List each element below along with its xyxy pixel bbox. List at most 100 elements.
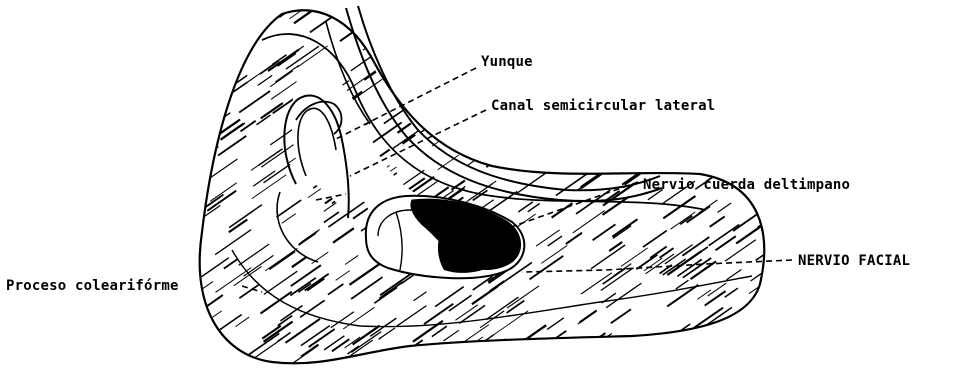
hatch-stroke — [541, 245, 567, 263]
label-canal-semicircular-lateral: Canal semicircular lateral — [491, 98, 715, 114]
hatch-stroke — [656, 44, 672, 55]
hatch-stroke — [253, 171, 275, 186]
hatch-stroke — [709, 225, 740, 246]
hatch-stroke — [725, 288, 738, 297]
hatch-stroke — [214, 0, 248, 20]
hatch-stroke — [541, 124, 575, 147]
hatch-stroke — [379, 282, 403, 299]
hatch-stroke — [667, 285, 698, 307]
hatch-stroke — [449, 126, 474, 143]
hatch-stroke — [748, 109, 766, 122]
hatch-stroke — [570, 338, 584, 348]
hatch-stroke — [282, 214, 296, 224]
hatch-stroke — [487, 344, 502, 355]
hatch-stroke — [485, 31, 519, 54]
hatch-stroke — [563, 35, 597, 59]
label-proceso-colearifome: Proceso colearifórme — [6, 278, 179, 294]
hatch-stroke — [623, 337, 635, 346]
hatch-stroke — [486, 144, 519, 167]
hatch-stroke — [536, 157, 550, 167]
hatch-stroke — [569, 34, 584, 44]
hatch-stroke — [540, 42, 558, 54]
hatch-stroke — [510, 3, 525, 14]
hatch-stroke — [609, 242, 622, 251]
hatch-stroke — [536, 1, 560, 18]
hatch-stroke — [292, 257, 306, 267]
hatch-stroke — [657, 0, 680, 14]
hatch-stroke — [606, 283, 641, 308]
hatch-stroke — [613, 226, 631, 239]
hatch-stroke — [483, 133, 507, 150]
leader-proceso — [242, 286, 262, 292]
hatch-stroke — [425, 101, 437, 109]
hatch-stroke — [220, 0, 235, 6]
hatch-stroke — [544, 0, 560, 5]
hatch-stroke — [570, 359, 585, 370]
hatch-stroke — [533, 43, 557, 60]
hatch-stroke — [197, 281, 213, 292]
hatch-stroke — [652, 87, 667, 97]
hatch-stroke — [289, 0, 321, 6]
hatch-stroke — [686, 338, 707, 353]
hatch-stroke — [556, 49, 568, 57]
hatch-stroke — [713, 337, 734, 352]
hatch-stroke — [573, 22, 596, 38]
hatch-stroke — [260, 61, 279, 74]
hatch-stroke — [736, 130, 768, 152]
hatch-stroke — [269, 251, 295, 269]
hatch-stroke — [674, 70, 709, 94]
hatch-stroke — [673, 133, 699, 151]
hatch-stroke — [239, 91, 270, 113]
hatch-stroke — [201, 58, 225, 75]
hatch-stroke — [621, 23, 652, 44]
hatch-stroke — [583, 0, 606, 6]
hatch-stroke — [374, 287, 397, 303]
hatch-stroke — [761, 214, 784, 230]
hatch-stroke — [241, 121, 256, 132]
hatch-stroke — [478, 139, 501, 155]
hatch-stroke — [576, 0, 588, 8]
label-nervio-cuerda-timpano: Nervio cuerda deltimpano — [643, 177, 850, 193]
hatch-stroke — [650, 247, 667, 259]
hatch-stroke — [261, 292, 292, 314]
hatch-stroke — [418, 87, 450, 109]
hatch-stroke — [261, 103, 283, 118]
hatch-stroke — [583, 0, 612, 19]
hatch-stroke — [414, 292, 427, 301]
hatch-stroke — [771, 136, 802, 158]
hatch-stroke — [614, 148, 633, 161]
hatch-stroke — [762, 44, 788, 62]
hatch-stroke — [269, 0, 299, 10]
hatch-stroke — [578, 16, 602, 33]
hatch-stroke — [491, 134, 522, 156]
hatch-stroke — [438, 155, 459, 170]
hatch-stroke — [737, 20, 749, 29]
hatch-stroke — [517, 0, 536, 14]
hatch-stroke — [486, 18, 501, 28]
hatch-stroke — [538, 142, 556, 155]
hatch-stroke — [284, 46, 304, 60]
hatch-stroke — [754, 108, 776, 124]
hatch-stroke — [513, 115, 528, 126]
hatch-stroke — [601, 268, 634, 291]
hatch-stroke — [556, 32, 570, 42]
hatch-stroke — [258, 149, 282, 166]
hatch-stroke — [566, 233, 582, 244]
hatch-stroke — [300, 231, 318, 243]
hatch-stroke — [713, 3, 741, 22]
hatch-stroke — [472, 24, 501, 45]
hatch-stroke — [552, 203, 573, 218]
hatch-stroke — [547, 318, 564, 330]
hatch-stroke — [502, 149, 516, 159]
hatch-stroke — [385, 6, 398, 15]
hatch-stroke — [562, 127, 581, 140]
hatch-stroke — [702, 142, 723, 157]
hatch-stroke — [224, 68, 239, 79]
hatch-stroke — [530, 55, 559, 75]
hatch-stroke — [643, 231, 667, 248]
hatch-stroke — [424, 61, 446, 76]
hatch-stroke — [564, 127, 596, 149]
hatch-stroke — [777, 0, 808, 16]
hatch-stroke — [204, 41, 233, 61]
hatch-stroke — [353, 208, 368, 218]
